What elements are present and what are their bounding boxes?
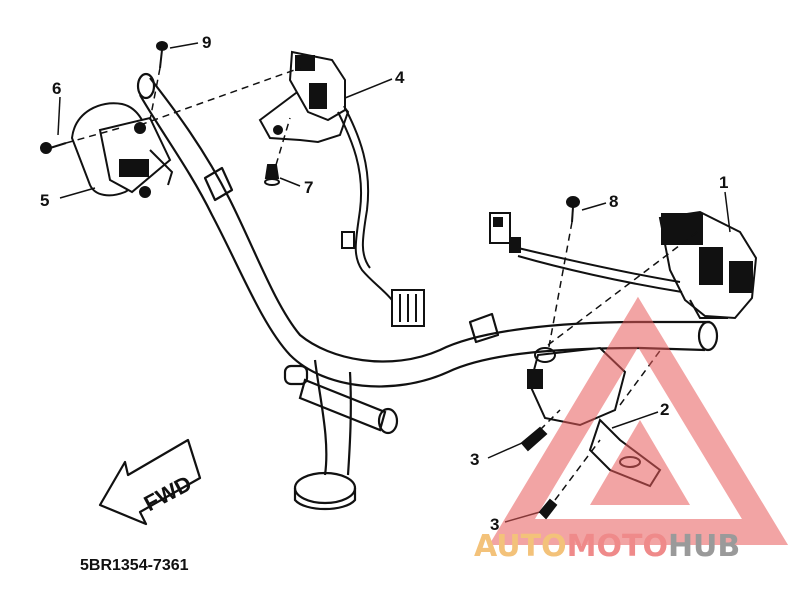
fwd-arrow: FWD	[98, 438, 202, 526]
watermark-text: AUTOMOTOHUB	[474, 529, 740, 564]
callout-6: 6	[52, 79, 61, 98]
screw-9	[156, 41, 168, 69]
watermark-auto: AUTO	[474, 529, 567, 564]
callout-4: 4	[395, 68, 405, 87]
alignment-lines	[65, 67, 701, 501]
callout-9: 9	[202, 33, 211, 52]
callout-3b: 3	[490, 515, 499, 534]
callout-2: 2	[660, 400, 669, 419]
callout-1: 1	[719, 173, 728, 192]
screw-8	[566, 196, 580, 223]
callout-3a: 3	[470, 450, 479, 469]
right-switch-housing	[489, 210, 758, 320]
watermark-logo	[489, 296, 789, 545]
callout-8: 8	[609, 192, 618, 211]
screw-6	[40, 142, 67, 154]
left-switch-housing	[70, 102, 174, 198]
steering-stem	[283, 359, 399, 510]
watermark-hub: HUB	[668, 529, 740, 564]
clutch-bracket	[258, 50, 425, 327]
leader-lines	[57, 42, 731, 523]
callout-5: 5	[40, 191, 49, 210]
watermark-moto: MOTO	[567, 529, 668, 564]
screw-3-lower	[538, 498, 558, 520]
callout-7: 7	[304, 178, 313, 197]
screw-7	[264, 164, 280, 186]
diagram-code: 5BR1354-7361	[80, 557, 189, 574]
screw-3-upper	[520, 426, 548, 452]
